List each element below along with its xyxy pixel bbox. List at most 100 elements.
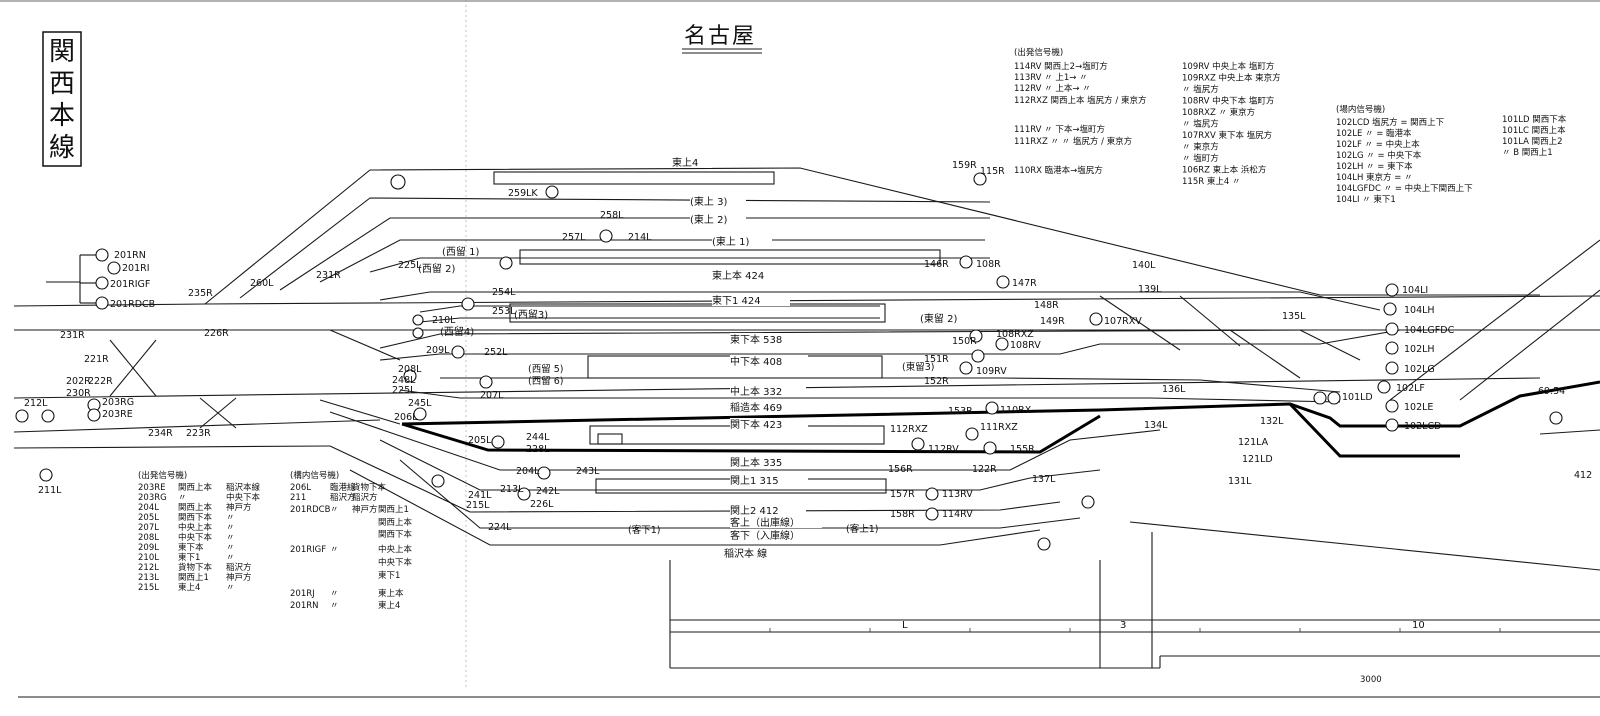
legend-cell: 貨物下本 bbox=[352, 482, 387, 493]
track-label: 関下本 423 bbox=[730, 418, 782, 431]
signal-label: 121LA bbox=[1238, 437, 1269, 448]
legend-cell: 204L bbox=[138, 503, 159, 513]
legend-cell: 210L bbox=[138, 553, 159, 563]
signal-icon bbox=[479, 375, 493, 389]
signal-label: 245L bbox=[408, 398, 432, 409]
signal-label: 131L bbox=[1228, 476, 1252, 487]
signal-label: 209L bbox=[426, 345, 450, 356]
signal-label: 412 bbox=[1574, 470, 1592, 481]
legend-cell: 104LGFDC 〃 = 中央上下関西上下 bbox=[1336, 183, 1473, 194]
legend-header: (出発信号機) bbox=[1014, 47, 1063, 58]
legend-cell: 稲沢方 bbox=[226, 562, 252, 573]
signal-icon bbox=[1377, 380, 1391, 394]
track-label: 関上本 335 bbox=[730, 456, 782, 469]
signal-icon bbox=[390, 174, 406, 190]
signal-label: 214L bbox=[628, 232, 652, 243]
signal-label: 221R bbox=[84, 354, 109, 365]
signal-label: 235R bbox=[188, 288, 213, 299]
signal-icon bbox=[1089, 312, 1103, 326]
legend-cell: 〃 bbox=[178, 493, 187, 503]
legend-cell: 205L bbox=[138, 513, 159, 523]
legend-cell: 101LC 関西上本 bbox=[1502, 125, 1566, 136]
signal-label: 230R bbox=[66, 388, 91, 399]
signal-icon bbox=[1313, 391, 1327, 405]
legend-cell: 〃 bbox=[330, 601, 339, 611]
signal-icon bbox=[451, 345, 465, 359]
legend-cell: 102LE 〃 = 臨港本 bbox=[1336, 128, 1412, 139]
signal-icon bbox=[413, 407, 427, 421]
line-name-char: 線 bbox=[49, 133, 75, 163]
signal-icon bbox=[87, 408, 101, 422]
track-label: (西留 5) bbox=[528, 363, 563, 375]
signal-label: 112RXZ bbox=[890, 424, 928, 435]
signal-label: 135L bbox=[1282, 311, 1306, 322]
legend-departure-left: (出発信号機) bbox=[138, 470, 187, 481]
signal-label: 212L bbox=[24, 398, 48, 409]
signal-icon bbox=[491, 435, 505, 449]
signal-label: 222R bbox=[88, 376, 113, 387]
track-label: 東上本 424 bbox=[712, 269, 764, 282]
signal-label: 136L bbox=[1162, 384, 1186, 395]
legend-yard: (構内信号機) bbox=[290, 470, 339, 481]
legend-cell: 106RZ 東上本 浜松方 bbox=[1182, 165, 1266, 176]
legend-cell: 102LF 〃 = 中央上本 bbox=[1336, 139, 1420, 150]
signal-label: 201RIGF bbox=[110, 279, 150, 290]
track-label: 中上本 332 bbox=[730, 385, 782, 398]
track-label: (西留 6) bbox=[528, 375, 563, 387]
legend-cell: 201RN bbox=[290, 601, 319, 611]
legend-cell: 212L bbox=[138, 563, 159, 573]
legend-cell: 〃 bbox=[226, 513, 235, 523]
signal-label: 248L bbox=[392, 375, 416, 386]
scale-label: L bbox=[902, 620, 908, 631]
track-label: (東上 1) bbox=[712, 235, 749, 248]
legend-cell: 114RV 関西上2→塩町方 bbox=[1014, 61, 1108, 72]
signal-label: 137L bbox=[1032, 474, 1056, 485]
signal-icon bbox=[983, 441, 997, 455]
signal-label: 104LH bbox=[1404, 305, 1435, 316]
signal-label: 102LH bbox=[1404, 344, 1435, 355]
km-post-label: 69.54 bbox=[1538, 386, 1565, 397]
track-label: 関上2 412 bbox=[730, 505, 779, 517]
signal-icon bbox=[959, 361, 973, 375]
signal-label: 115R bbox=[980, 166, 1005, 177]
signal-label: 208L bbox=[398, 364, 422, 375]
signal-label: 253L bbox=[492, 306, 516, 317]
legend-header: (構内信号機) bbox=[290, 470, 339, 481]
signal-icon bbox=[1037, 537, 1051, 551]
track-label: (西留3) bbox=[514, 308, 548, 321]
signal-icon bbox=[461, 297, 475, 311]
legend-cell: 104LI 〃 東下1 bbox=[1336, 194, 1396, 205]
legend-cell: 〃 B 関西上1 bbox=[1502, 148, 1553, 158]
signal-icon bbox=[1549, 411, 1563, 425]
legend-cell: 中央上本 bbox=[378, 544, 413, 555]
signal-icon bbox=[1385, 399, 1399, 413]
signal-label: 102LF bbox=[1396, 383, 1425, 394]
signal-icon bbox=[1385, 322, 1399, 336]
signal-icon bbox=[95, 248, 109, 262]
signal-label: 112RV bbox=[928, 444, 959, 455]
legend-cell: 213L bbox=[138, 573, 159, 583]
legend-cell: 中央下本 bbox=[378, 557, 413, 568]
line-name-char: 西 bbox=[49, 69, 75, 99]
signal-icon bbox=[1385, 418, 1399, 432]
signal-icon bbox=[1385, 341, 1399, 355]
signal-label: 215L bbox=[466, 500, 490, 511]
signal-label: 223R bbox=[186, 428, 211, 439]
legend-cell: 109RV 中央上本 塩町方 bbox=[1182, 61, 1274, 72]
track-label: 中下本 408 bbox=[730, 355, 782, 368]
signal-icon bbox=[95, 296, 109, 310]
signal-label: 243L bbox=[576, 466, 600, 477]
signal-label: 149R bbox=[1040, 316, 1065, 327]
track-labels: 東上4 (東上 3) (東上 2) (東上 1) (西留 1) (西留 2) 東… bbox=[418, 156, 980, 560]
signal-label: 150R bbox=[952, 336, 977, 347]
signal-label: 108RXZ bbox=[996, 329, 1034, 340]
legend-header: (場内信号機) bbox=[1336, 104, 1385, 115]
signal-icon bbox=[995, 337, 1009, 351]
signal-label: 159R bbox=[952, 160, 977, 171]
signal-label: 259LK bbox=[508, 188, 538, 199]
signal-icon bbox=[925, 507, 939, 521]
legend-cell: 209L bbox=[138, 543, 159, 553]
track-label: 客下（入庫線） bbox=[730, 529, 800, 542]
signal-label: 241L bbox=[468, 490, 492, 501]
signal-label: 258L bbox=[600, 210, 624, 221]
